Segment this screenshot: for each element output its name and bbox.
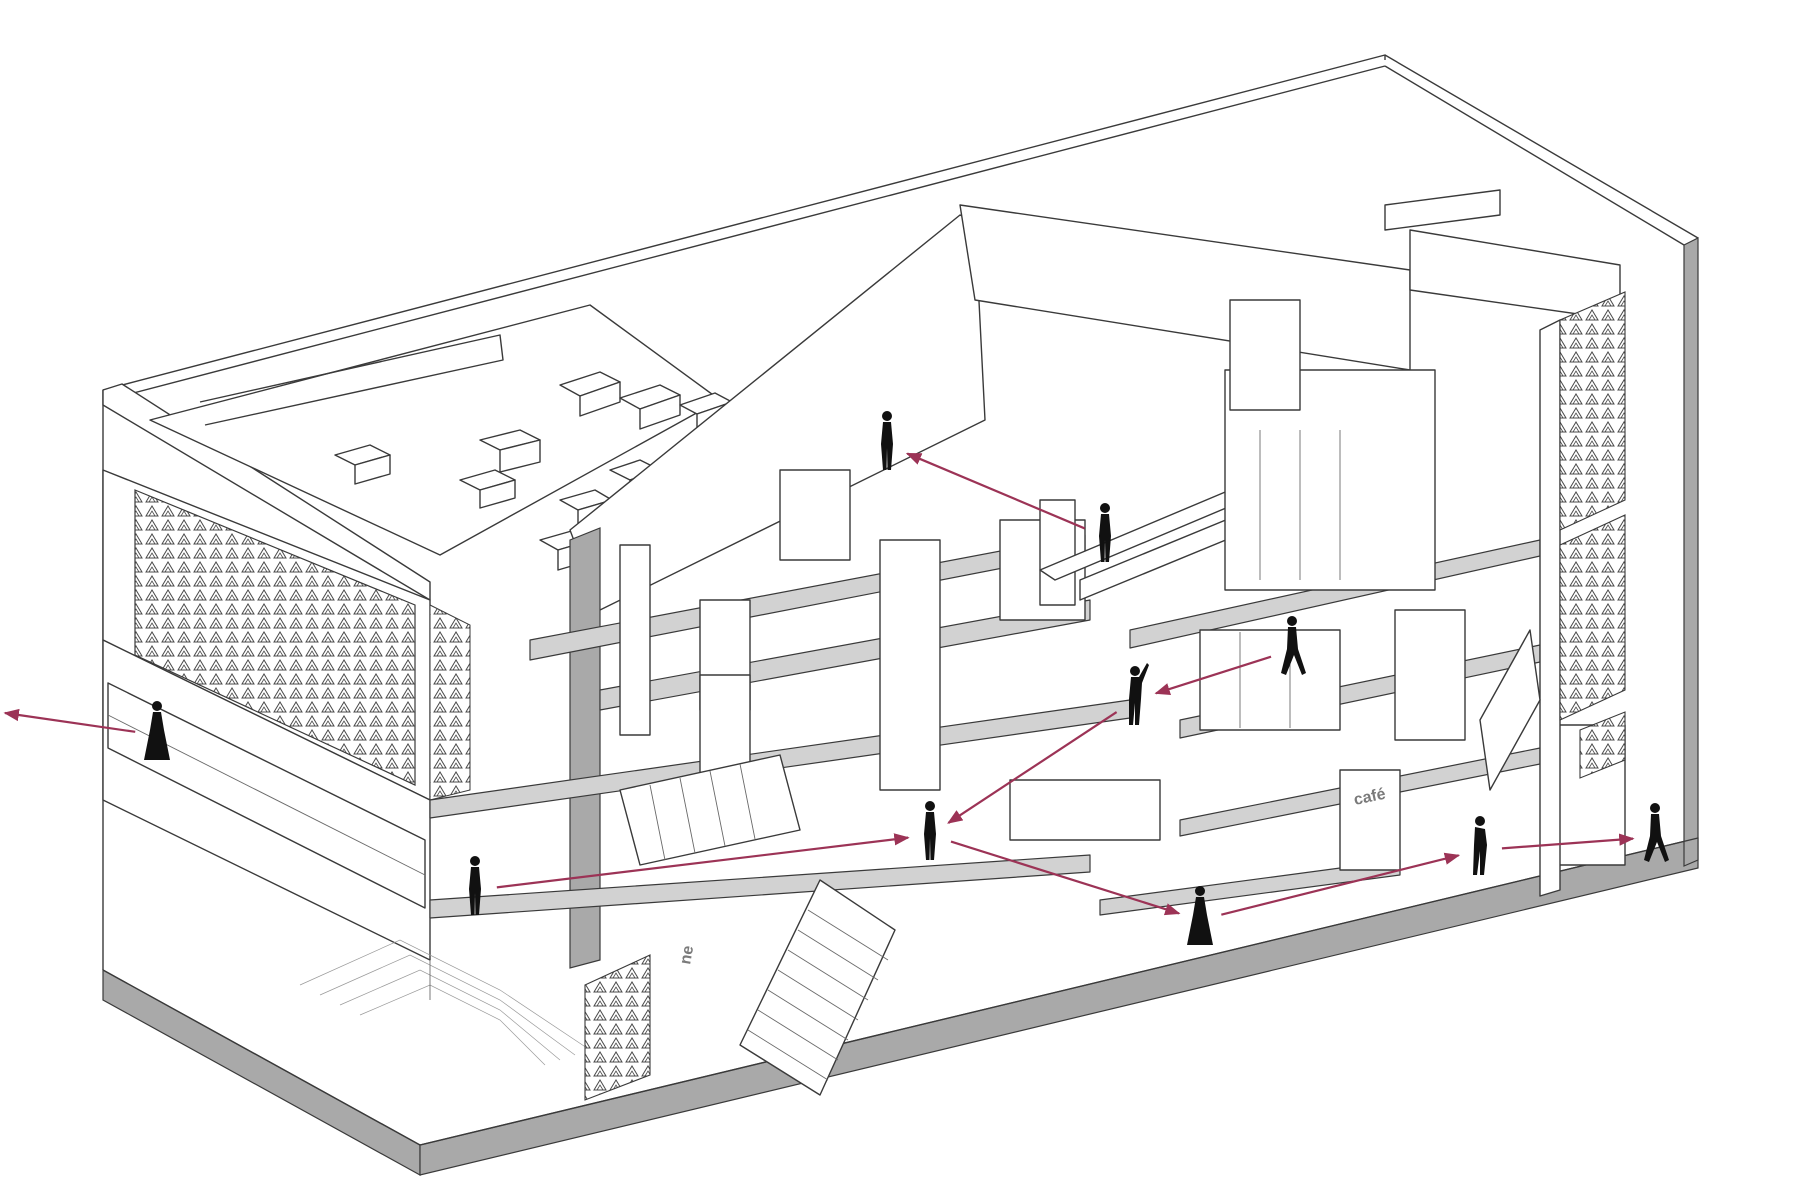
circulation-arrow-4 (947, 711, 1118, 824)
circulation-arrow-1 (905, 452, 1086, 530)
circulation-arrow-3 (1154, 655, 1272, 695)
person-stand-figure (1099, 503, 1111, 562)
circulation-arrow-2 (496, 833, 910, 889)
upper-right-roof (1384, 189, 1501, 231)
right-facade-column (1539, 319, 1561, 897)
roof-terrace-parapet (199, 334, 504, 426)
counter-block (1009, 779, 1161, 841)
ground-line-side (419, 837, 1699, 1146)
right-stair (1479, 629, 1541, 791)
left-block (102, 383, 591, 1066)
glass-stair-lines (649, 763, 756, 861)
person-walk-figure (1644, 803, 1669, 862)
upper-right-gable (1409, 229, 1621, 321)
left-roof-parapet (102, 383, 431, 601)
person-dress-figure (144, 701, 170, 760)
planter-box (779, 469, 851, 561)
floor-pattern-1 (299, 939, 591, 1051)
circulation-arrow-7 (1221, 852, 1461, 916)
right-stair-box (1394, 609, 1466, 741)
breeze-block-screen-right-mid (1559, 514, 1626, 721)
breeze-block-screen-right-low (1579, 711, 1626, 779)
breeze-block-screen-left (134, 489, 416, 786)
cafe-sign: café (1352, 786, 1387, 809)
person-wave-figure (1129, 663, 1149, 725)
circulation-arrow-8 (1501, 833, 1635, 850)
people-figures (144, 411, 1669, 945)
wall-d (1039, 499, 1076, 606)
stairs (619, 629, 1541, 1096)
cafe-counter (1339, 769, 1401, 871)
ground-line (102, 969, 421, 1146)
floor-pattern-2 (319, 954, 576, 1056)
breeze-block-screen-corner (429, 604, 471, 801)
wall-b (879, 539, 941, 791)
right-facade (584, 291, 1626, 1101)
person-stand-figure (881, 411, 893, 470)
breeze-block-screen-lower-left (584, 954, 651, 1101)
right-end-wall (1683, 237, 1699, 867)
glass-room (1199, 629, 1341, 731)
base-slab-front (102, 968, 421, 1177)
wall-a (619, 544, 651, 736)
person-stand-figure (469, 856, 481, 915)
breeze-block-screen-right-top (1559, 291, 1626, 531)
slab-level-0 (429, 854, 1091, 919)
floor-pattern-3 (339, 969, 561, 1061)
roof-inner-edge (121, 65, 1386, 397)
floor-pattern-4 (359, 984, 546, 1066)
person-stand-figure (924, 801, 936, 860)
slab-right-lower (1099, 859, 1401, 916)
lower-level-sign: ne (677, 944, 697, 965)
circulation-arrow-6 (950, 840, 1181, 916)
main-stair-treads (747, 909, 889, 1081)
person-walk-figure (1281, 616, 1306, 675)
upper-back-wall (959, 204, 1411, 371)
circulation-arrow-5 (3, 708, 136, 733)
person-bend-figure (1473, 816, 1487, 875)
right-window-frame (1229, 299, 1301, 411)
main-stair-flight (739, 879, 896, 1096)
right-gable-edge (1384, 65, 1685, 246)
person-dress-figure (1187, 886, 1213, 945)
circulation-arrows (3, 452, 1635, 916)
